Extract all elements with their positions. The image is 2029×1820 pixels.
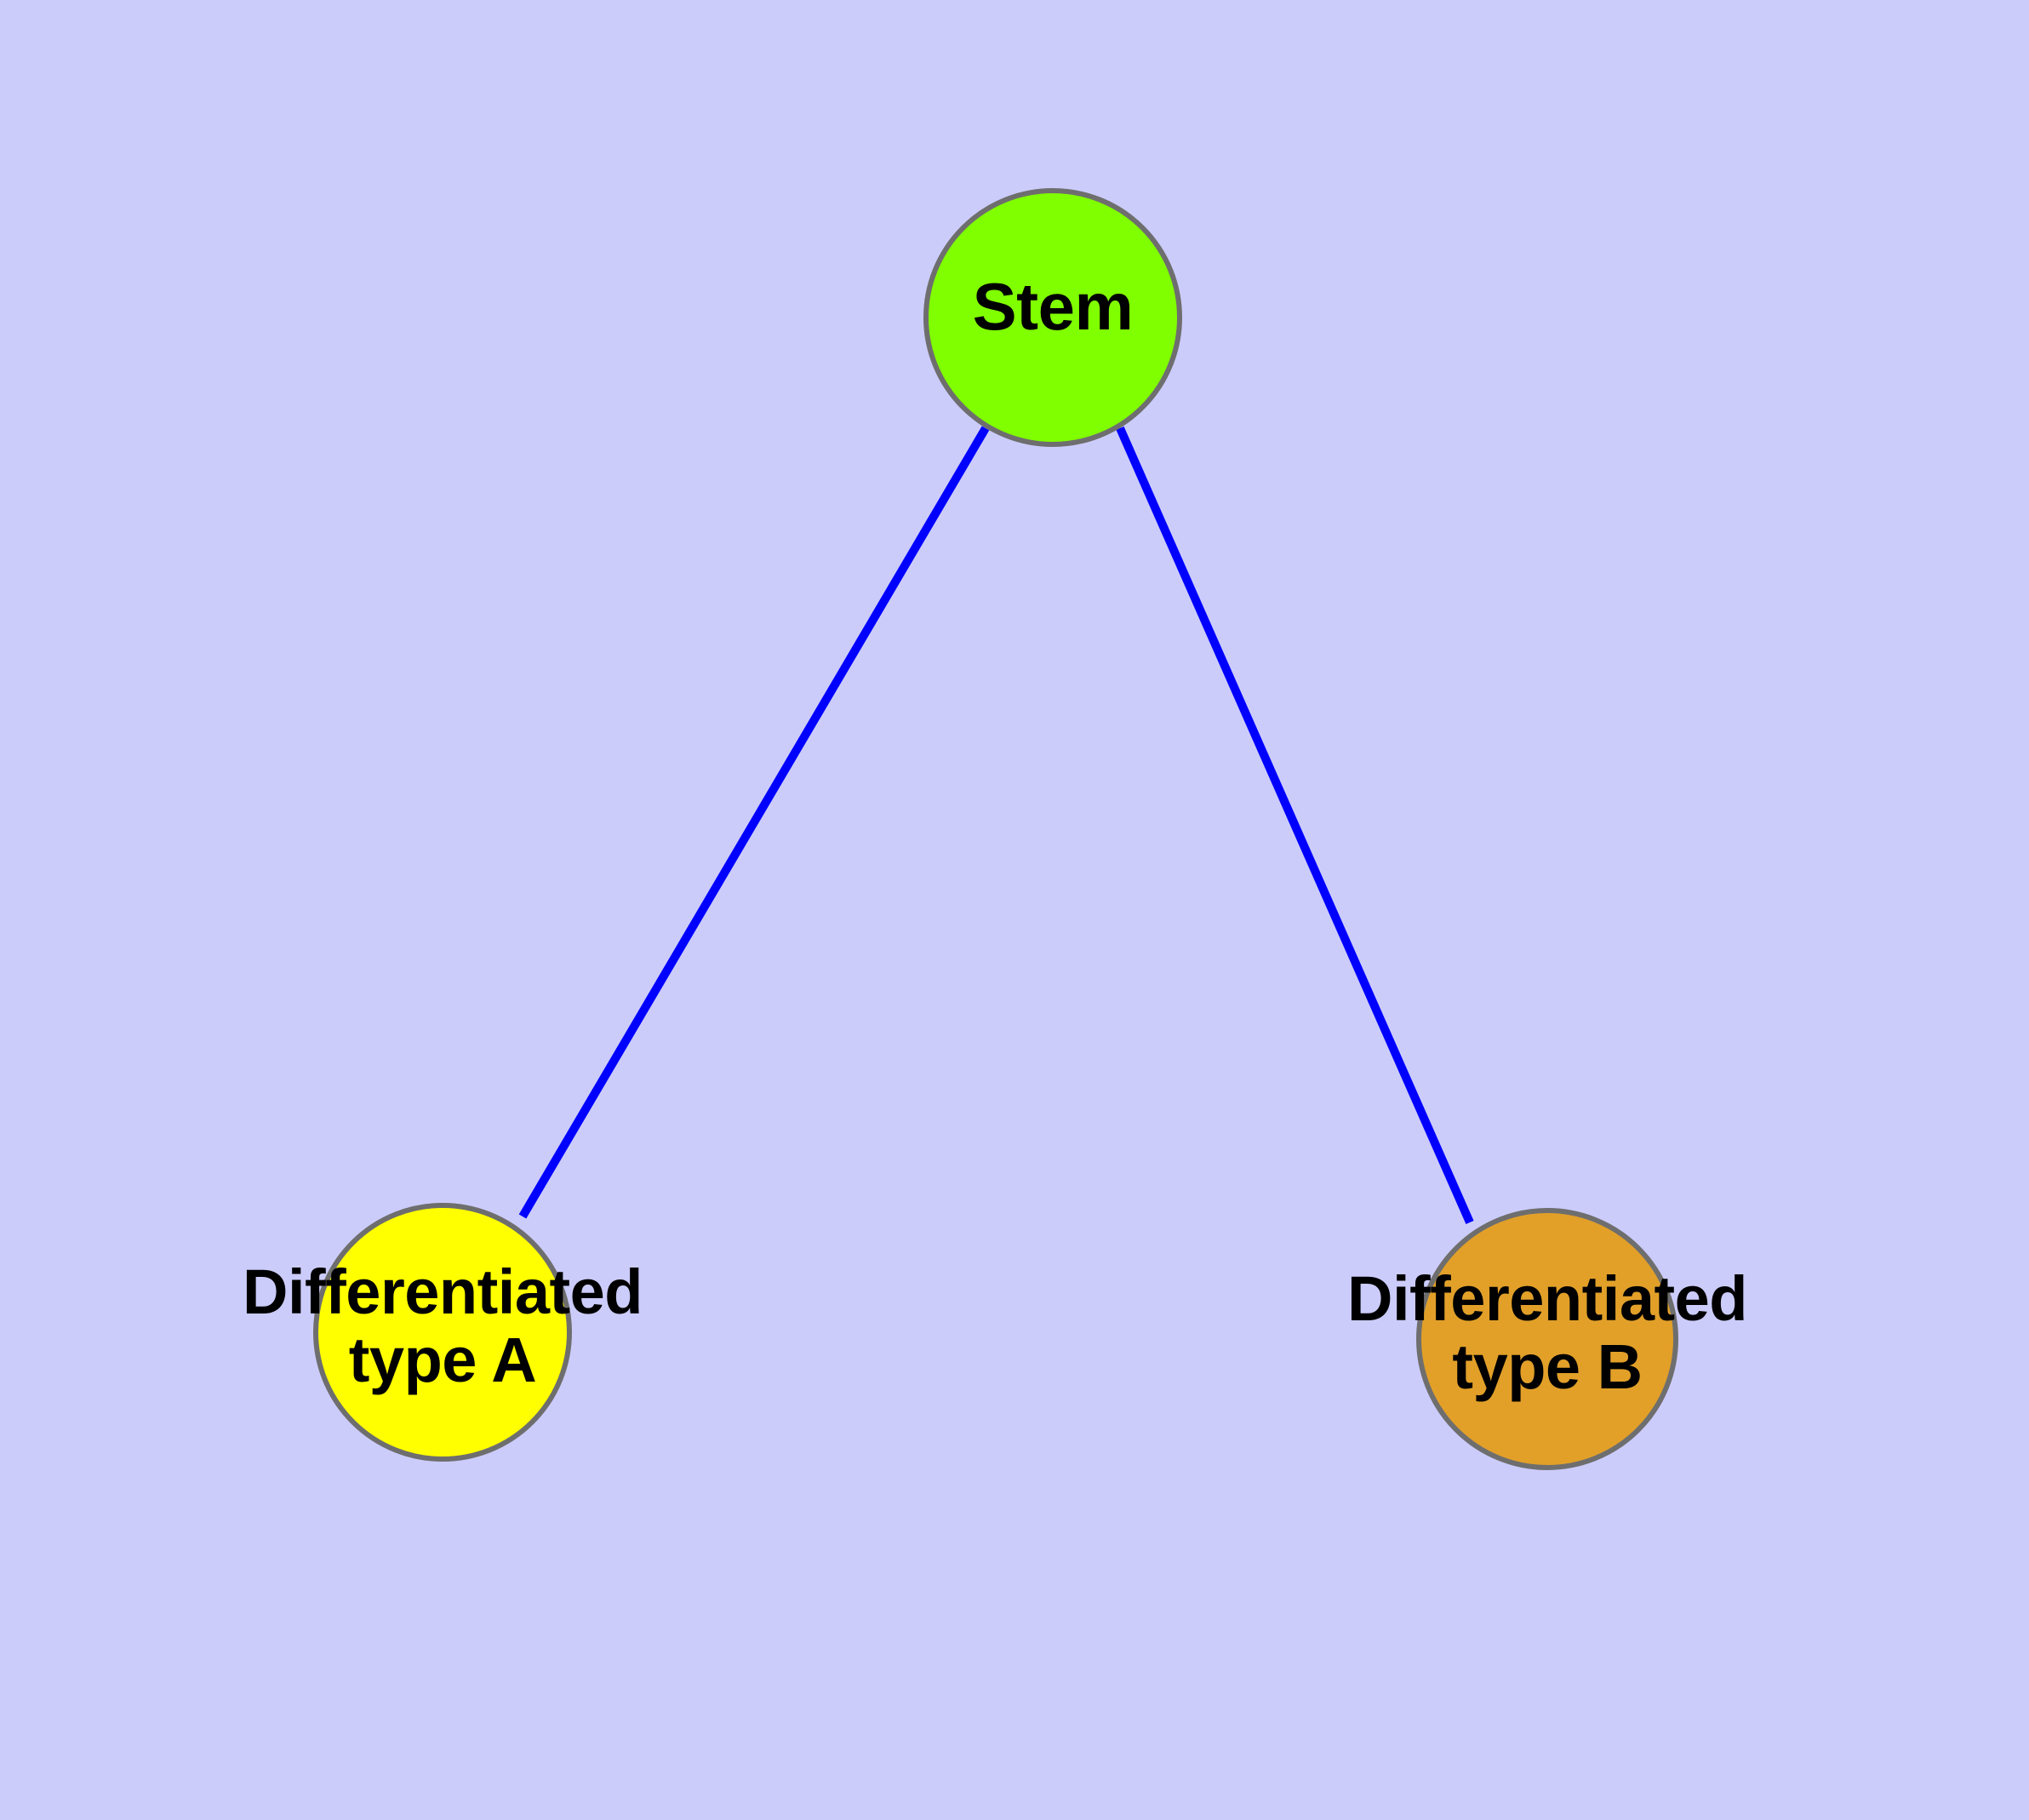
node-stem[interactable] bbox=[923, 188, 1182, 447]
node-differentiated-type-a[interactable] bbox=[313, 1203, 572, 1462]
edge-stem-to-differentiated-type-a bbox=[518, 426, 990, 1219]
edge-stem-to-differentiated-type-b bbox=[1116, 426, 1474, 1225]
node-differentiated-type-b[interactable] bbox=[1416, 1208, 1678, 1470]
